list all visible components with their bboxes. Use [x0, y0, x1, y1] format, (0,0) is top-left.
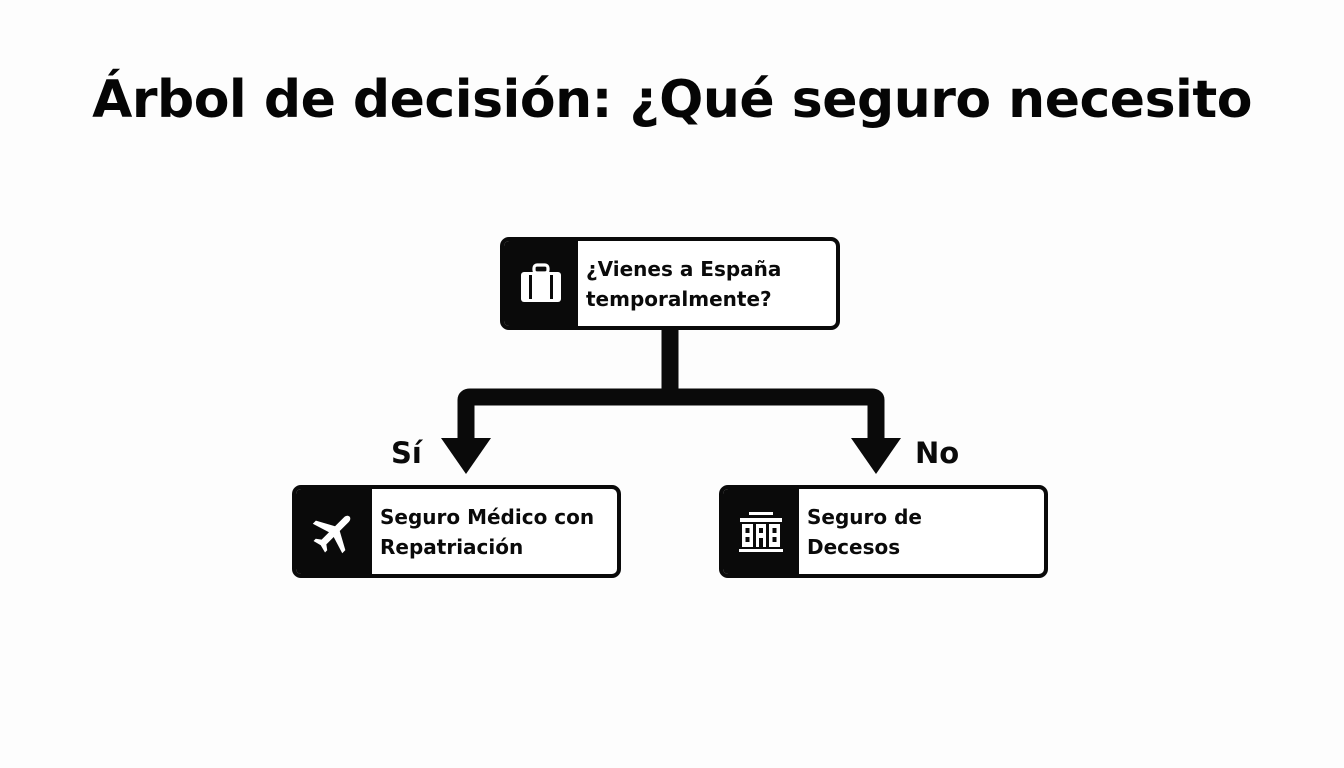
- arrow-no-icon: [851, 438, 901, 474]
- result-no-text: Seguro de Decesos: [799, 489, 922, 574]
- root-question-node: ¿Vienes a España temporalmente?: [500, 237, 840, 330]
- arrow-yes-icon: [441, 438, 491, 474]
- building-icon: [739, 511, 783, 552]
- result-node-no: Seguro de Decesos: [719, 485, 1048, 578]
- result-yes-line1: Seguro Médico con: [380, 504, 595, 529]
- branch-label-no: No: [915, 436, 960, 470]
- result-node-yes: Seguro Médico con Repatriación: [292, 485, 621, 578]
- suitcase-icon: [521, 262, 561, 302]
- root-question-text: ¿Vienes a España temporalmente?: [578, 241, 781, 326]
- diagram-title: Árbol de decisión: ¿Qué seguro necesito: [92, 70, 1252, 130]
- no-icon-box: [723, 489, 799, 574]
- airplane-icon: [312, 515, 351, 553]
- root-question-line1: ¿Vienes a España: [586, 256, 782, 281]
- result-no-line1: Seguro de: [807, 504, 922, 529]
- connector-lines: [457, 330, 885, 447]
- result-yes-line2: Repatriación: [380, 534, 524, 559]
- yes-icon-box: [296, 489, 372, 574]
- branch-bar: [457, 388, 885, 447]
- result-yes-text: Seguro Médico con Repatriación: [372, 489, 594, 574]
- root-question-line2: temporalmente?: [586, 286, 772, 311]
- branch-label-yes: Sí: [391, 436, 422, 470]
- root-icon-box: [504, 241, 578, 326]
- result-no-line2: Decesos: [807, 534, 901, 559]
